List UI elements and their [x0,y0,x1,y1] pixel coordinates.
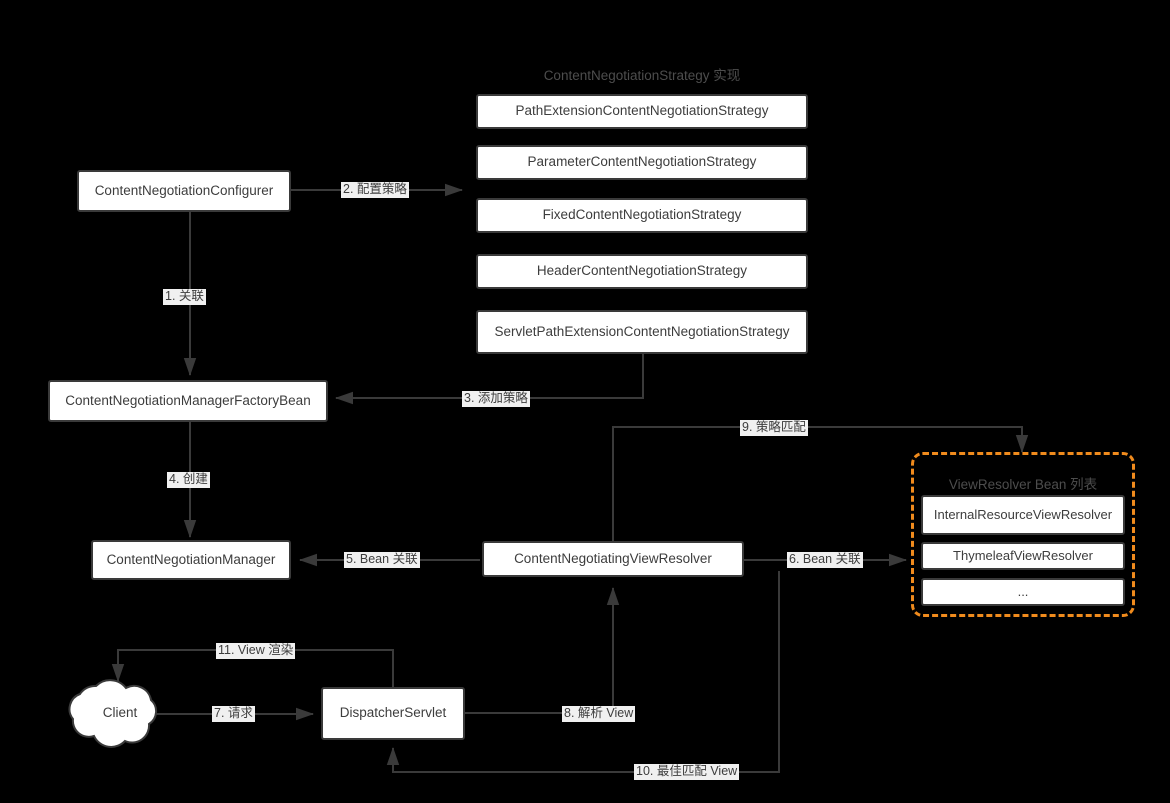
viewresolver-group-title: ViewResolver Bean 列表 [948,477,1098,492]
node-content-negotiating-view-resolver[interactable]: ContentNegotiatingViewResolver [482,541,744,577]
node-header-strategy[interactable]: HeaderContentNegotiationStrategy [476,254,808,289]
node-fixed-strategy[interactable]: FixedContentNegotiationStrategy [476,198,808,233]
node-other-view-resolver[interactable]: ... [921,578,1125,606]
edge-10-path [386,571,780,773]
node-servlet-path-extension-strategy[interactable]: ServletPathExtensionContentNegotiationSt… [476,310,808,354]
edge-label-7: 7. 请求 [212,706,255,722]
edge-label-8: 8. 解析 View [562,706,636,722]
node-content-negotiation-manager[interactable]: ContentNegotiationManager [91,540,291,580]
edge-label-3: 3. 添加策略 [462,391,530,407]
edge-label-2: 2. 配置策略 [341,182,409,198]
strategy-group-title: ContentNegotiationStrategy 实现 [543,68,741,83]
edge-label-5: 5. Bean 关联 [344,552,420,568]
edge-8-path [465,587,620,714]
node-path-extension-strategy[interactable]: PathExtensionContentNegotiationStrategy [476,94,808,129]
edge-label-1: 1. 关联 [163,289,206,305]
node-internal-resource-view-resolver[interactable]: InternalResourceViewResolver [921,495,1125,535]
edge-label-4: 4. 创建 [167,472,210,488]
node-content-negotiation-configurer[interactable]: ContentNegotiationConfigurer [77,170,291,212]
edge-label-10: 10. 最佳匹配 View [634,764,740,780]
node-dispatcher-servlet[interactable]: DispatcherServlet [321,687,465,740]
node-parameter-strategy[interactable]: ParameterContentNegotiationStrategy [476,145,808,180]
node-client-label: Client [102,705,138,720]
node-content-negotiation-manager-factory-bean[interactable]: ContentNegotiationManagerFactoryBean [48,380,328,422]
edge-label-9: 9. 策略匹配 [740,420,808,436]
edge-label-11: 11. View 渲染 [216,643,296,659]
edge-label-6: 6. Bean 关联 [787,552,863,568]
node-thymeleaf-view-resolver[interactable]: ThymeleafViewResolver [921,542,1125,570]
